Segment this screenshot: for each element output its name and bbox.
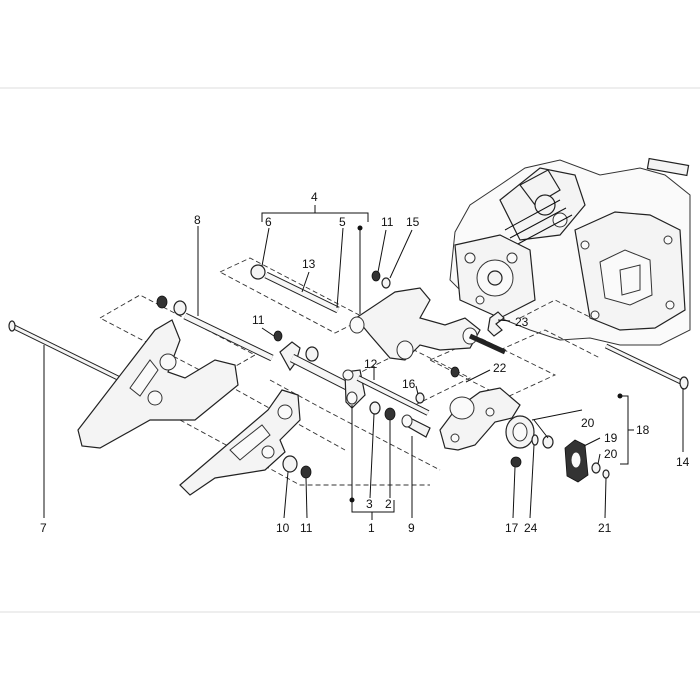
washer-15 [381,277,391,289]
callout-6: 6 [265,215,272,229]
callout-11-low: 11 [300,521,313,535]
callout-23: 23 [515,315,529,329]
callout-22: 22 [493,361,507,375]
link-arm [349,287,507,361]
silent-block-housing [505,415,535,449]
callout-19: 19 [604,431,618,445]
nut-11-low [300,465,312,479]
bushing-mid [305,346,319,362]
callout-11-top: 11 [381,215,394,229]
bushing-3 [369,401,381,415]
callout-16: 16 [402,377,416,391]
leader-lines [43,205,684,520]
swing-bracket-right [179,389,301,496]
callout-14: 14 [676,455,690,469]
nut-21 [602,469,610,479]
callout-24: 24 [524,521,538,535]
nut-11-top [371,270,381,282]
engine-mount-plate [439,387,521,451]
callout-8: 8 [194,213,201,227]
pin-12 [356,375,430,416]
long-bolt-14 [604,343,689,390]
spacer-20-b [591,462,601,474]
bushing-22 [450,366,460,378]
callout-13: 13 [302,257,316,271]
bushing-top-left-a [156,295,168,309]
swing-bracket-left [77,319,239,449]
bushing-6 [250,264,266,280]
callout-3: 3 [366,497,373,511]
callout-11-mid: 11 [252,313,265,327]
callout-5: 5 [339,215,346,229]
callout-17: 17 [505,521,519,535]
silent-block-19 [564,439,589,483]
long-bolt-7 [8,320,122,382]
sleeve-9 [401,414,431,438]
nut-17 [510,456,522,468]
callout-21: 21 [598,521,612,535]
shaft-13 [264,271,340,314]
callout-18: 18 [636,423,650,437]
nut-11-mid [273,330,283,342]
callout-12: 12 [364,357,378,371]
callout-2: 2 [385,497,392,511]
callout-20-bottom: 20 [604,447,618,461]
ring-2 [384,407,396,421]
engine-assembly [449,157,691,346]
callout-7: 7 [40,521,47,535]
callout-1: 1 [368,521,375,535]
bolt-16 [415,392,425,404]
callout-9: 9 [408,521,415,535]
callout-20-top: 20 [581,416,595,430]
spacer-20-a [542,435,554,449]
callout-15: 15 [406,215,420,229]
washer-24 [531,434,539,446]
callout-10: 10 [276,521,290,535]
shaft-8 [183,312,274,362]
callout-labels: 4 6 5 8 11 15 13 11 23 12 22 16 20 18 19… [40,190,690,535]
callout-4: 4 [311,190,318,204]
bushing-top-left-b [173,300,187,316]
bushing-10 [282,455,298,473]
